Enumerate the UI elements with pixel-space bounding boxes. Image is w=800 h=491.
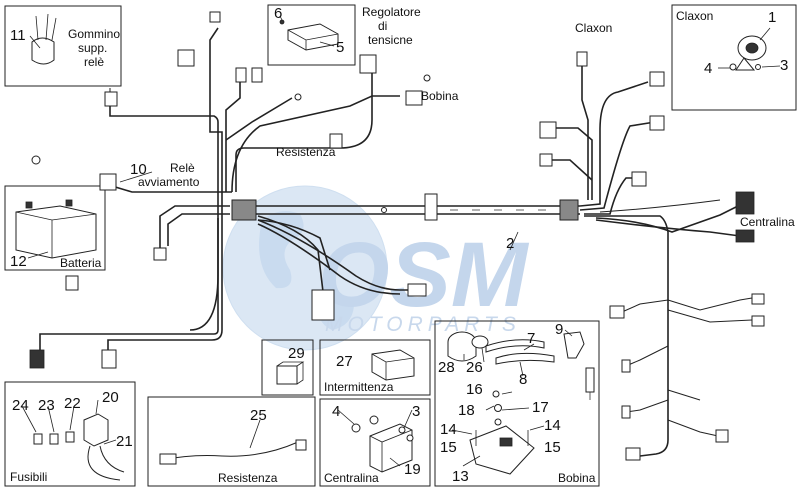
part-number-6: 6 xyxy=(274,5,282,22)
harness-mounting-hole xyxy=(381,207,387,213)
part-number-1: 1 xyxy=(768,9,776,26)
part-number-18: 18 xyxy=(458,402,475,419)
part-number-4-claxon: 4 xyxy=(704,60,712,77)
regolatore-label-line3: tensicne xyxy=(368,33,413,47)
part-number-29: 29 xyxy=(288,345,305,362)
part-number-13: 13 xyxy=(452,468,469,485)
leader-lines xyxy=(21,15,781,467)
part-number-24: 24 xyxy=(12,397,29,414)
harness-sleeve xyxy=(559,199,579,221)
bobina-top-label: Bobina xyxy=(421,89,459,103)
part-number-2: 2 xyxy=(506,235,514,252)
text-labels: Gommino supp. relè Regolatore di tensicn… xyxy=(10,5,795,485)
part-number-11: 11 xyxy=(10,27,26,44)
part-number-8: 8 xyxy=(519,371,527,388)
part-number-5: 5 xyxy=(336,39,344,56)
watermark-logo: OSM MOTORPARTS xyxy=(222,185,530,351)
fusibili-panel xyxy=(4,381,136,487)
part-number-9: 9 xyxy=(555,321,563,338)
part-number-12: 12 xyxy=(10,253,27,270)
regolatore-label-line1: Regolatore xyxy=(362,5,421,19)
part-number-7: 7 xyxy=(527,330,535,347)
part-number-3-claxon: 3 xyxy=(780,57,788,74)
flasher-unit xyxy=(371,349,415,381)
intermittenza-label: Intermittenza xyxy=(324,380,394,394)
part-number-25: 25 xyxy=(250,407,267,424)
bobina-panel xyxy=(434,320,600,487)
part-number-21: 21 xyxy=(116,433,133,450)
batteria-label: Batteria xyxy=(60,256,102,270)
part-number-28: 28 xyxy=(438,359,455,376)
battery xyxy=(15,199,97,259)
gommino-panel xyxy=(4,5,122,87)
watermark-logo-letters: OSM xyxy=(318,224,530,326)
part-numbers: 1 2 3 3 4 4 5 6 7 8 9 10 11 12 13 14 14 … xyxy=(10,5,788,485)
part-number-14-left: 14 xyxy=(440,421,457,438)
harness-clip xyxy=(424,193,438,221)
harness-splice xyxy=(231,199,257,221)
part-number-15-left: 15 xyxy=(440,439,457,456)
bobina-panel-label: Bobina xyxy=(558,471,596,485)
resistor-lead xyxy=(159,439,307,465)
rele-avviamento-label-line2: avviamento xyxy=(138,175,200,189)
part-number-20: 20 xyxy=(102,389,119,406)
part-number-10: 10 xyxy=(130,161,147,178)
claxon-panel-label: Claxon xyxy=(676,9,713,23)
part-number-3-centralina: 3 xyxy=(412,403,420,420)
resistenza-panel-label: Resistenza xyxy=(218,471,278,485)
ignition-coil-group xyxy=(447,331,595,475)
rele-panel xyxy=(261,339,314,396)
fuse-holder xyxy=(33,413,125,481)
regolatore-label-line2: di xyxy=(378,19,387,33)
resistenza-panel xyxy=(147,396,316,487)
intermittenza-panel xyxy=(319,339,431,396)
part-number-26: 26 xyxy=(466,359,483,376)
watermark-brand-text: MOTORPARTS xyxy=(325,313,521,336)
centralina-right-label: Centralina xyxy=(740,215,795,229)
part-number-16: 16 xyxy=(466,381,483,398)
centralina-panel-label: Centralina xyxy=(324,471,379,485)
fusibili-label: Fusibili xyxy=(10,470,47,484)
ecu-unit xyxy=(351,415,414,473)
part-number-15-right: 15 xyxy=(544,439,561,456)
claxon-panel xyxy=(671,4,797,111)
part-number-17: 17 xyxy=(532,399,549,416)
part-number-4-centralina: 4 xyxy=(332,403,340,420)
claxon-top-label: Claxon xyxy=(575,21,612,35)
gommino-label-line2: supp. xyxy=(78,41,107,55)
gommino-label-line3: relè xyxy=(84,55,104,69)
centralina-panel xyxy=(319,398,431,487)
small-relay xyxy=(276,361,305,385)
regolatore-panel xyxy=(267,4,356,66)
resistenza-top-label: Resistenza xyxy=(276,145,336,159)
voltage-regulator xyxy=(279,19,339,51)
horn xyxy=(729,35,767,71)
part-number-19: 19 xyxy=(404,461,421,478)
gommino-label-line1: Gommino xyxy=(68,27,120,41)
part-number-22: 22 xyxy=(64,395,81,412)
part-number-14-right: 14 xyxy=(544,417,561,434)
gommino-relay-support xyxy=(31,13,57,65)
batteria-panel xyxy=(4,185,106,271)
part-number-23: 23 xyxy=(38,397,55,414)
part-number-27: 27 xyxy=(336,353,353,370)
rele-avviamento-label-line1: Relè xyxy=(170,161,195,175)
harness-connectors xyxy=(29,11,765,461)
